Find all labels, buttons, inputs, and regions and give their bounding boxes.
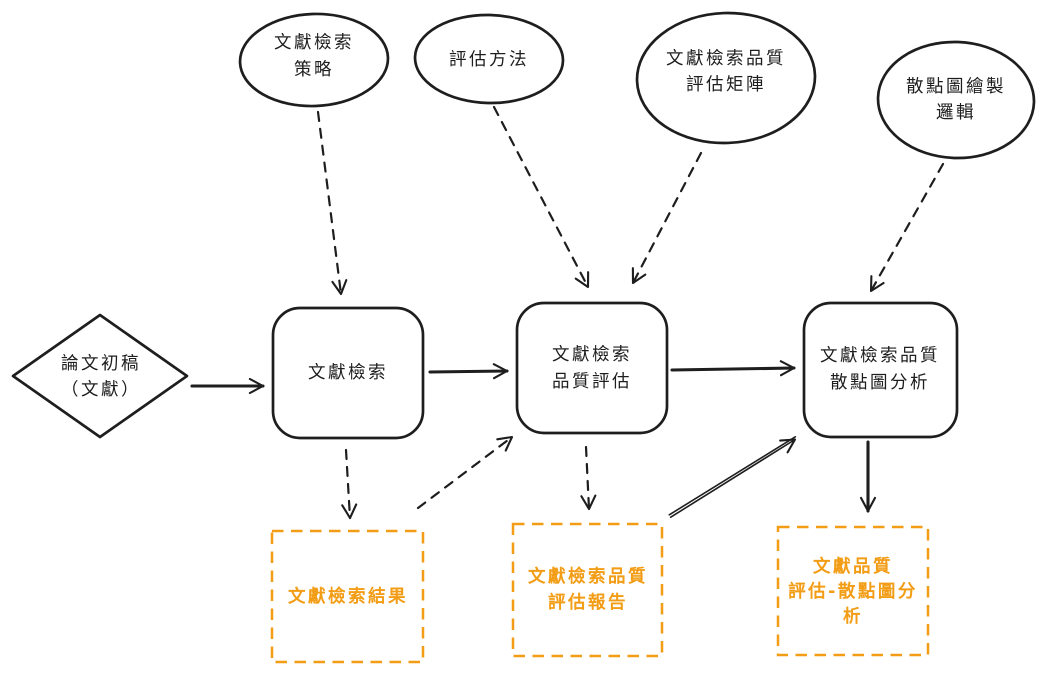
ellipse-shape — [635, 11, 817, 145]
process-shape — [802, 301, 959, 439]
edge-scatter-logic-to-scatter-analysis — [869, 162, 945, 293]
edge-quality-matrix-to-quality-evaluation — [631, 151, 703, 285]
edge-search-results-to-quality-evaluation — [416, 435, 514, 510]
input-label-line: 評估方法 — [449, 50, 529, 70]
edge-evaluation-method-to-quality-evaluation — [492, 105, 590, 289]
output-shape — [270, 529, 425, 664]
output-shape — [776, 525, 930, 657]
output-label-line: 文獻檢索結果 — [288, 586, 408, 607]
process-label-line: 文獻檢索 — [552, 345, 632, 365]
output-label-line: 文獻品質 — [813, 556, 893, 577]
input-ellipse-evaluation-method: 評估方法 — [413, 13, 565, 105]
diamond-shape — [11, 313, 189, 439]
edge-quality-evaluation-to-evaluation-report — [580, 445, 597, 511]
edge-search-strategy-to-literature-search — [316, 110, 348, 296]
process-label-line: 文獻檢索品質 — [820, 346, 940, 366]
input-label-line: 文獻檢索品質 — [666, 49, 786, 69]
input-ellipse-scatter-logic: 散點圖繪製 邏輯 — [876, 40, 1036, 160]
input-label-line: 散點圖繪製 — [906, 77, 1006, 97]
input-label-line: 策略 — [294, 60, 334, 80]
output-label-line: 評估-散點圖分 — [788, 581, 918, 602]
process-box-literature-search: 文獻檢索 — [271, 306, 425, 440]
output-label-line: 評估報告 — [548, 592, 628, 613]
output-box-evaluation-report: 文獻檢索品質 評估報告 — [511, 522, 664, 658]
output-label-line: 文獻檢索品質 — [528, 566, 648, 587]
edge-literature-search-to-search-results — [341, 448, 358, 520]
process-box-scatter-analysis: 文獻檢索品質 散點圖分析 — [802, 301, 959, 439]
edge-evaluation-report-to-scatter-analysis — [668, 436, 797, 518]
process-shape — [515, 301, 669, 435]
ellipse-shape — [238, 12, 390, 108]
start-label-line: 論文初稿 — [61, 354, 141, 374]
input-label-line: 邏輯 — [936, 103, 976, 123]
input-label-line: 評估矩陣 — [686, 75, 766, 95]
process-label-line: 品質評估 — [552, 372, 632, 392]
output-shape — [511, 522, 664, 658]
process-label-line: 散點圖分析 — [830, 373, 930, 393]
process-shape — [271, 306, 425, 440]
ellipse-shape — [413, 13, 565, 105]
output-box-search-results: 文獻檢索結果 — [270, 529, 425, 664]
output-box-scatter-output: 文獻品質 評估-散點圖分 析 — [776, 525, 930, 657]
start-diamond-paper-draft: 論文初稿 （文獻） — [11, 313, 189, 439]
ellipse-shape — [876, 40, 1036, 160]
input-label-line: 文獻檢索 — [274, 33, 354, 53]
edge-quality-evaluation-to-scatter-analysis — [670, 360, 796, 377]
input-ellipse-search-strategy: 文獻檢索 策略 — [238, 12, 390, 108]
output-label-line: 析 — [843, 606, 863, 627]
process-label-line: 文獻檢索 — [308, 363, 388, 383]
start-label-line: （文獻） — [61, 380, 141, 400]
process-box-quality-evaluation: 文獻檢索 品質評估 — [515, 301, 669, 435]
input-ellipse-quality-matrix: 文獻檢索品質 評估矩陣 — [635, 11, 817, 145]
edge-literature-search-to-quality-evaluation — [428, 363, 509, 380]
